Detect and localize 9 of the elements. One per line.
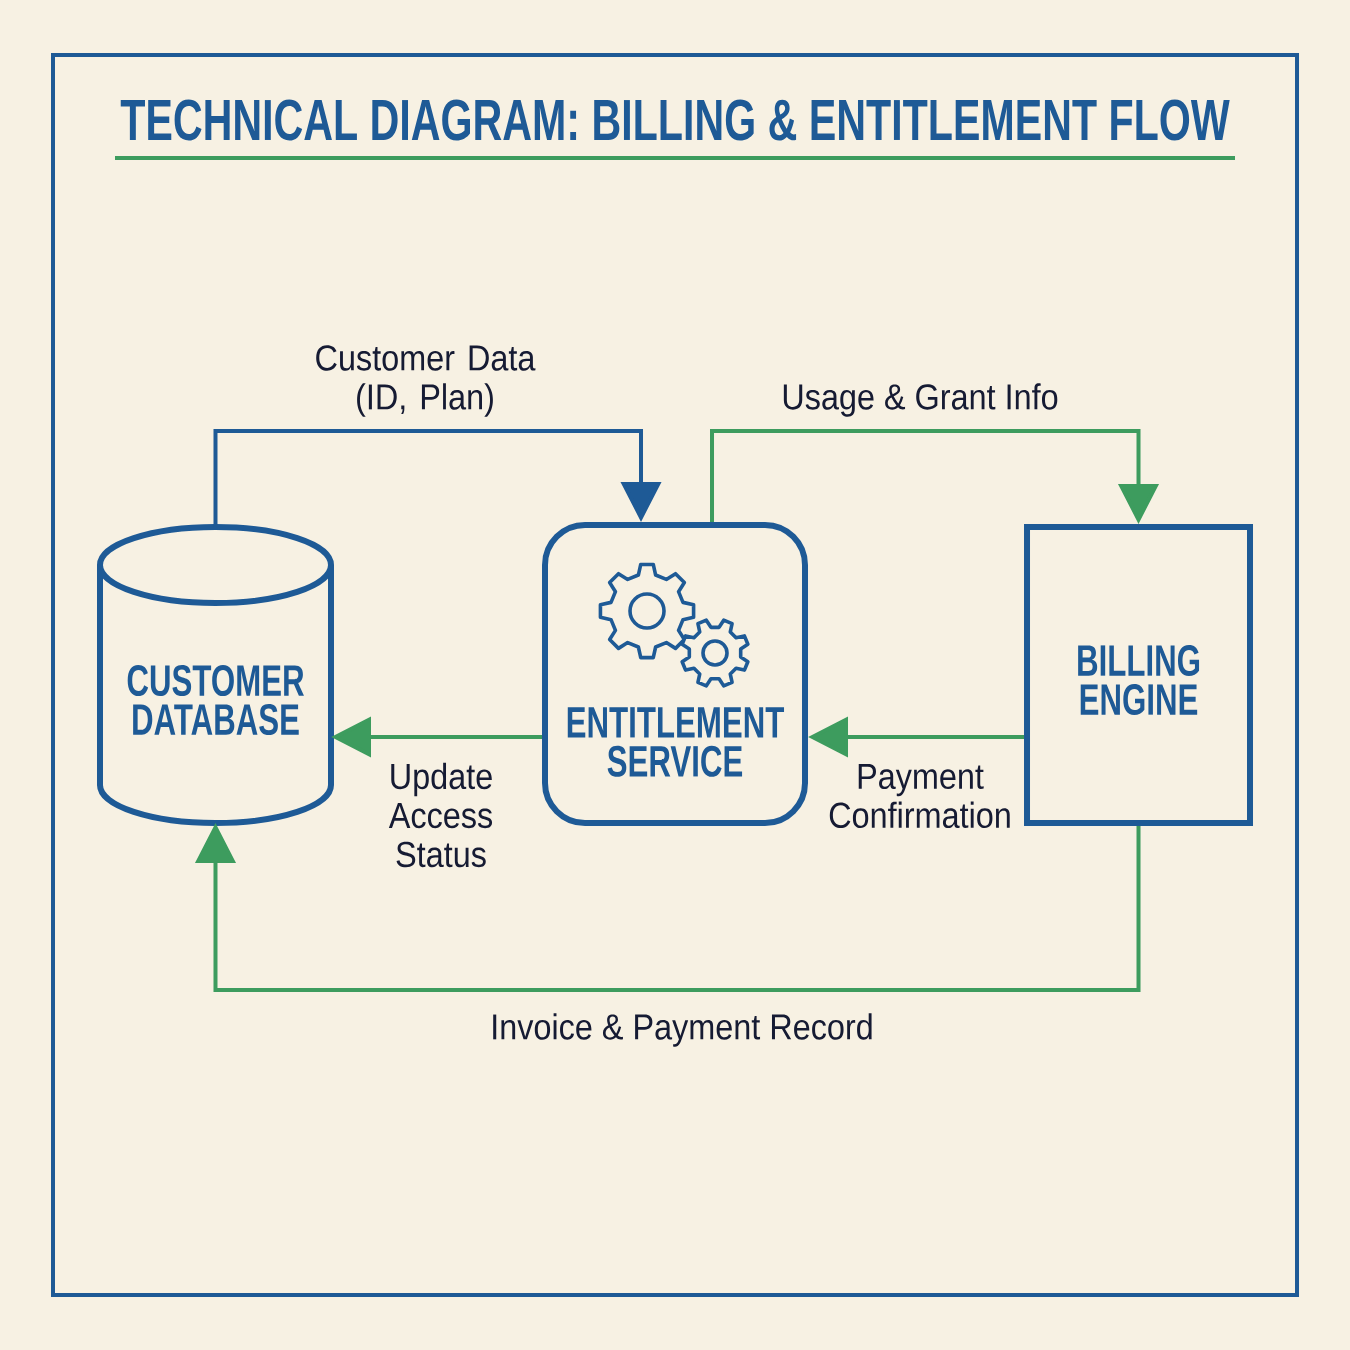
edge-label: Invoice & Payment Record: [493, 1013, 872, 1047]
database-cylinder: CUSTOMER DATABASE: [97, 524, 334, 826]
edge-label: Usage & Grant Info: [783, 383, 1058, 417]
edge-label: Customer Data (ID, Plan): [316, 345, 536, 417]
title: TECHNICAL DIAGRAM: BILLING & ENTITLEMENT FLOW: [120, 99, 1230, 141]
process-box: BILLING ENGINE: [1024, 524, 1253, 826]
arrow: [213, 429, 662, 527]
edge-label: Payment Confirmation: [829, 763, 1010, 829]
edge-label: Update Access Status: [388, 762, 493, 868]
